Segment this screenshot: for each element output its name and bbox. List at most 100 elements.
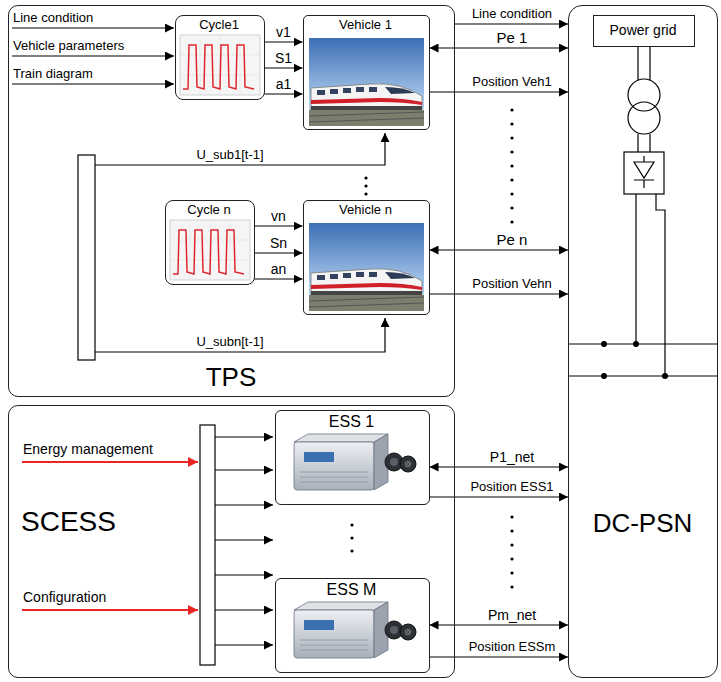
junction-dot (601, 341, 668, 379)
annotation-label: U_subn[t-1] (195, 335, 264, 350)
ellipsis-dots (364, 184, 367, 187)
storage-box: ESS M (275, 578, 430, 673)
substation-circuit (568, 344, 718, 376)
control-input-arrow (22, 461, 198, 463)
command-arrow (215, 436, 273, 437)
signal-connector (255, 252, 303, 253)
annotation-label: Line condition (12, 11, 94, 26)
edge-label: Line condition (471, 7, 553, 22)
substation-circuit (638, 134, 650, 152)
input-arrow (12, 55, 174, 56)
ellipsis-dots (350, 536, 353, 539)
command-arrow (215, 469, 273, 470)
junction-dot (601, 373, 607, 379)
substation-circuit (638, 47, 650, 80)
node-title: TPS (206, 363, 257, 393)
command-arrow (215, 609, 273, 610)
ellipsis-dots (510, 220, 513, 223)
train-picture (309, 38, 424, 126)
edge-label: P1_net (489, 449, 535, 465)
substation-circuit (634, 156, 654, 188)
node-title: DC-PSN (593, 509, 693, 539)
node-title: Vehicle n (339, 203, 392, 218)
junction-dot (601, 341, 607, 347)
edge-label: Pm_net (487, 607, 537, 623)
edge-label: Sn (269, 235, 288, 251)
substation-circuit (634, 162, 654, 178)
ellipsis-dots (364, 192, 367, 195)
edge-label: Position ESS1 (469, 480, 554, 495)
signal-connector (430, 656, 569, 657)
ellipsis-dots (510, 585, 513, 588)
node-title: Cycle1 (199, 18, 239, 33)
ellipsis-dots (350, 549, 353, 552)
ellipsis-dots (364, 176, 367, 179)
edge-label: Pe n (496, 231, 529, 248)
annotation-label: Energy management (22, 441, 154, 457)
signal-connector (265, 93, 303, 94)
ellipsis-dots (510, 136, 513, 139)
junction-dot (633, 341, 639, 347)
signal-connector (430, 91, 569, 92)
ellipsis-dots (350, 523, 353, 526)
command-arrow (215, 539, 273, 540)
ellipsis-dots (510, 178, 513, 181)
command-arrow (215, 644, 273, 645)
signal-connector (255, 278, 303, 279)
node-title: ESS 1 (329, 413, 374, 431)
edge-label: vn (270, 208, 287, 224)
drive-cycle-chart (170, 220, 250, 280)
edge-label: Position Vehn (471, 277, 553, 292)
signal-connector (455, 23, 568, 24)
edge-label: v1 (275, 24, 292, 40)
signal-connector (430, 249, 569, 250)
edge-label: Position Veh1 (471, 75, 553, 90)
command-arrow (215, 504, 273, 505)
annotation-label: Train diagram (12, 67, 94, 82)
node-title: Cycle n (187, 203, 230, 218)
annotation-label: Vehicle parameters (12, 39, 125, 54)
command-bus (200, 425, 215, 665)
cycle-box: Cycle1 (175, 15, 265, 100)
command-arrow (215, 574, 273, 575)
train-picture (309, 223, 424, 311)
signal-bus (78, 155, 95, 360)
node-title: Power grid (610, 22, 677, 38)
input-arrow (12, 83, 174, 84)
storage-unit-picture (294, 434, 416, 490)
signal-connector (265, 41, 303, 42)
edge-label: Pe 1 (496, 29, 529, 46)
voltage-feedback-line (95, 133, 385, 165)
ellipsis-dots (510, 543, 513, 546)
signal-connector (255, 225, 303, 226)
ellipsis-dots (510, 122, 513, 125)
annotation-label: U_sub1[t-1] (195, 148, 264, 163)
substation-circuit (636, 194, 665, 376)
node-title: SCESS (21, 506, 116, 538)
substation-circuit (628, 102, 660, 134)
junction-dot (662, 373, 668, 379)
edge-label: an (270, 261, 288, 277)
storage-box: ESS 1 (275, 410, 430, 505)
substation-circuit (624, 152, 664, 194)
edge-label: Position ESSm (468, 640, 557, 655)
ellipsis-dots (510, 206, 513, 209)
ellipsis-dots (510, 108, 513, 111)
network-panel: DC-PSN Power grid (568, 5, 718, 678)
drive-cycle-chart (180, 35, 260, 95)
substation-circuit (568, 47, 718, 376)
node-title: Vehicle 1 (339, 18, 392, 33)
signal-connector (430, 47, 569, 48)
ellipsis-dots (510, 150, 513, 153)
edge-label: a1 (275, 76, 293, 92)
signal-connector (430, 624, 569, 625)
ellipsis-dots (510, 529, 513, 532)
vehicle-box: Vehicle n (303, 200, 430, 315)
vehicle-box: Vehicle 1 (303, 15, 430, 130)
storage-unit-picture (294, 602, 416, 658)
signal-connector (265, 67, 303, 68)
ellipsis-dots (510, 571, 513, 574)
